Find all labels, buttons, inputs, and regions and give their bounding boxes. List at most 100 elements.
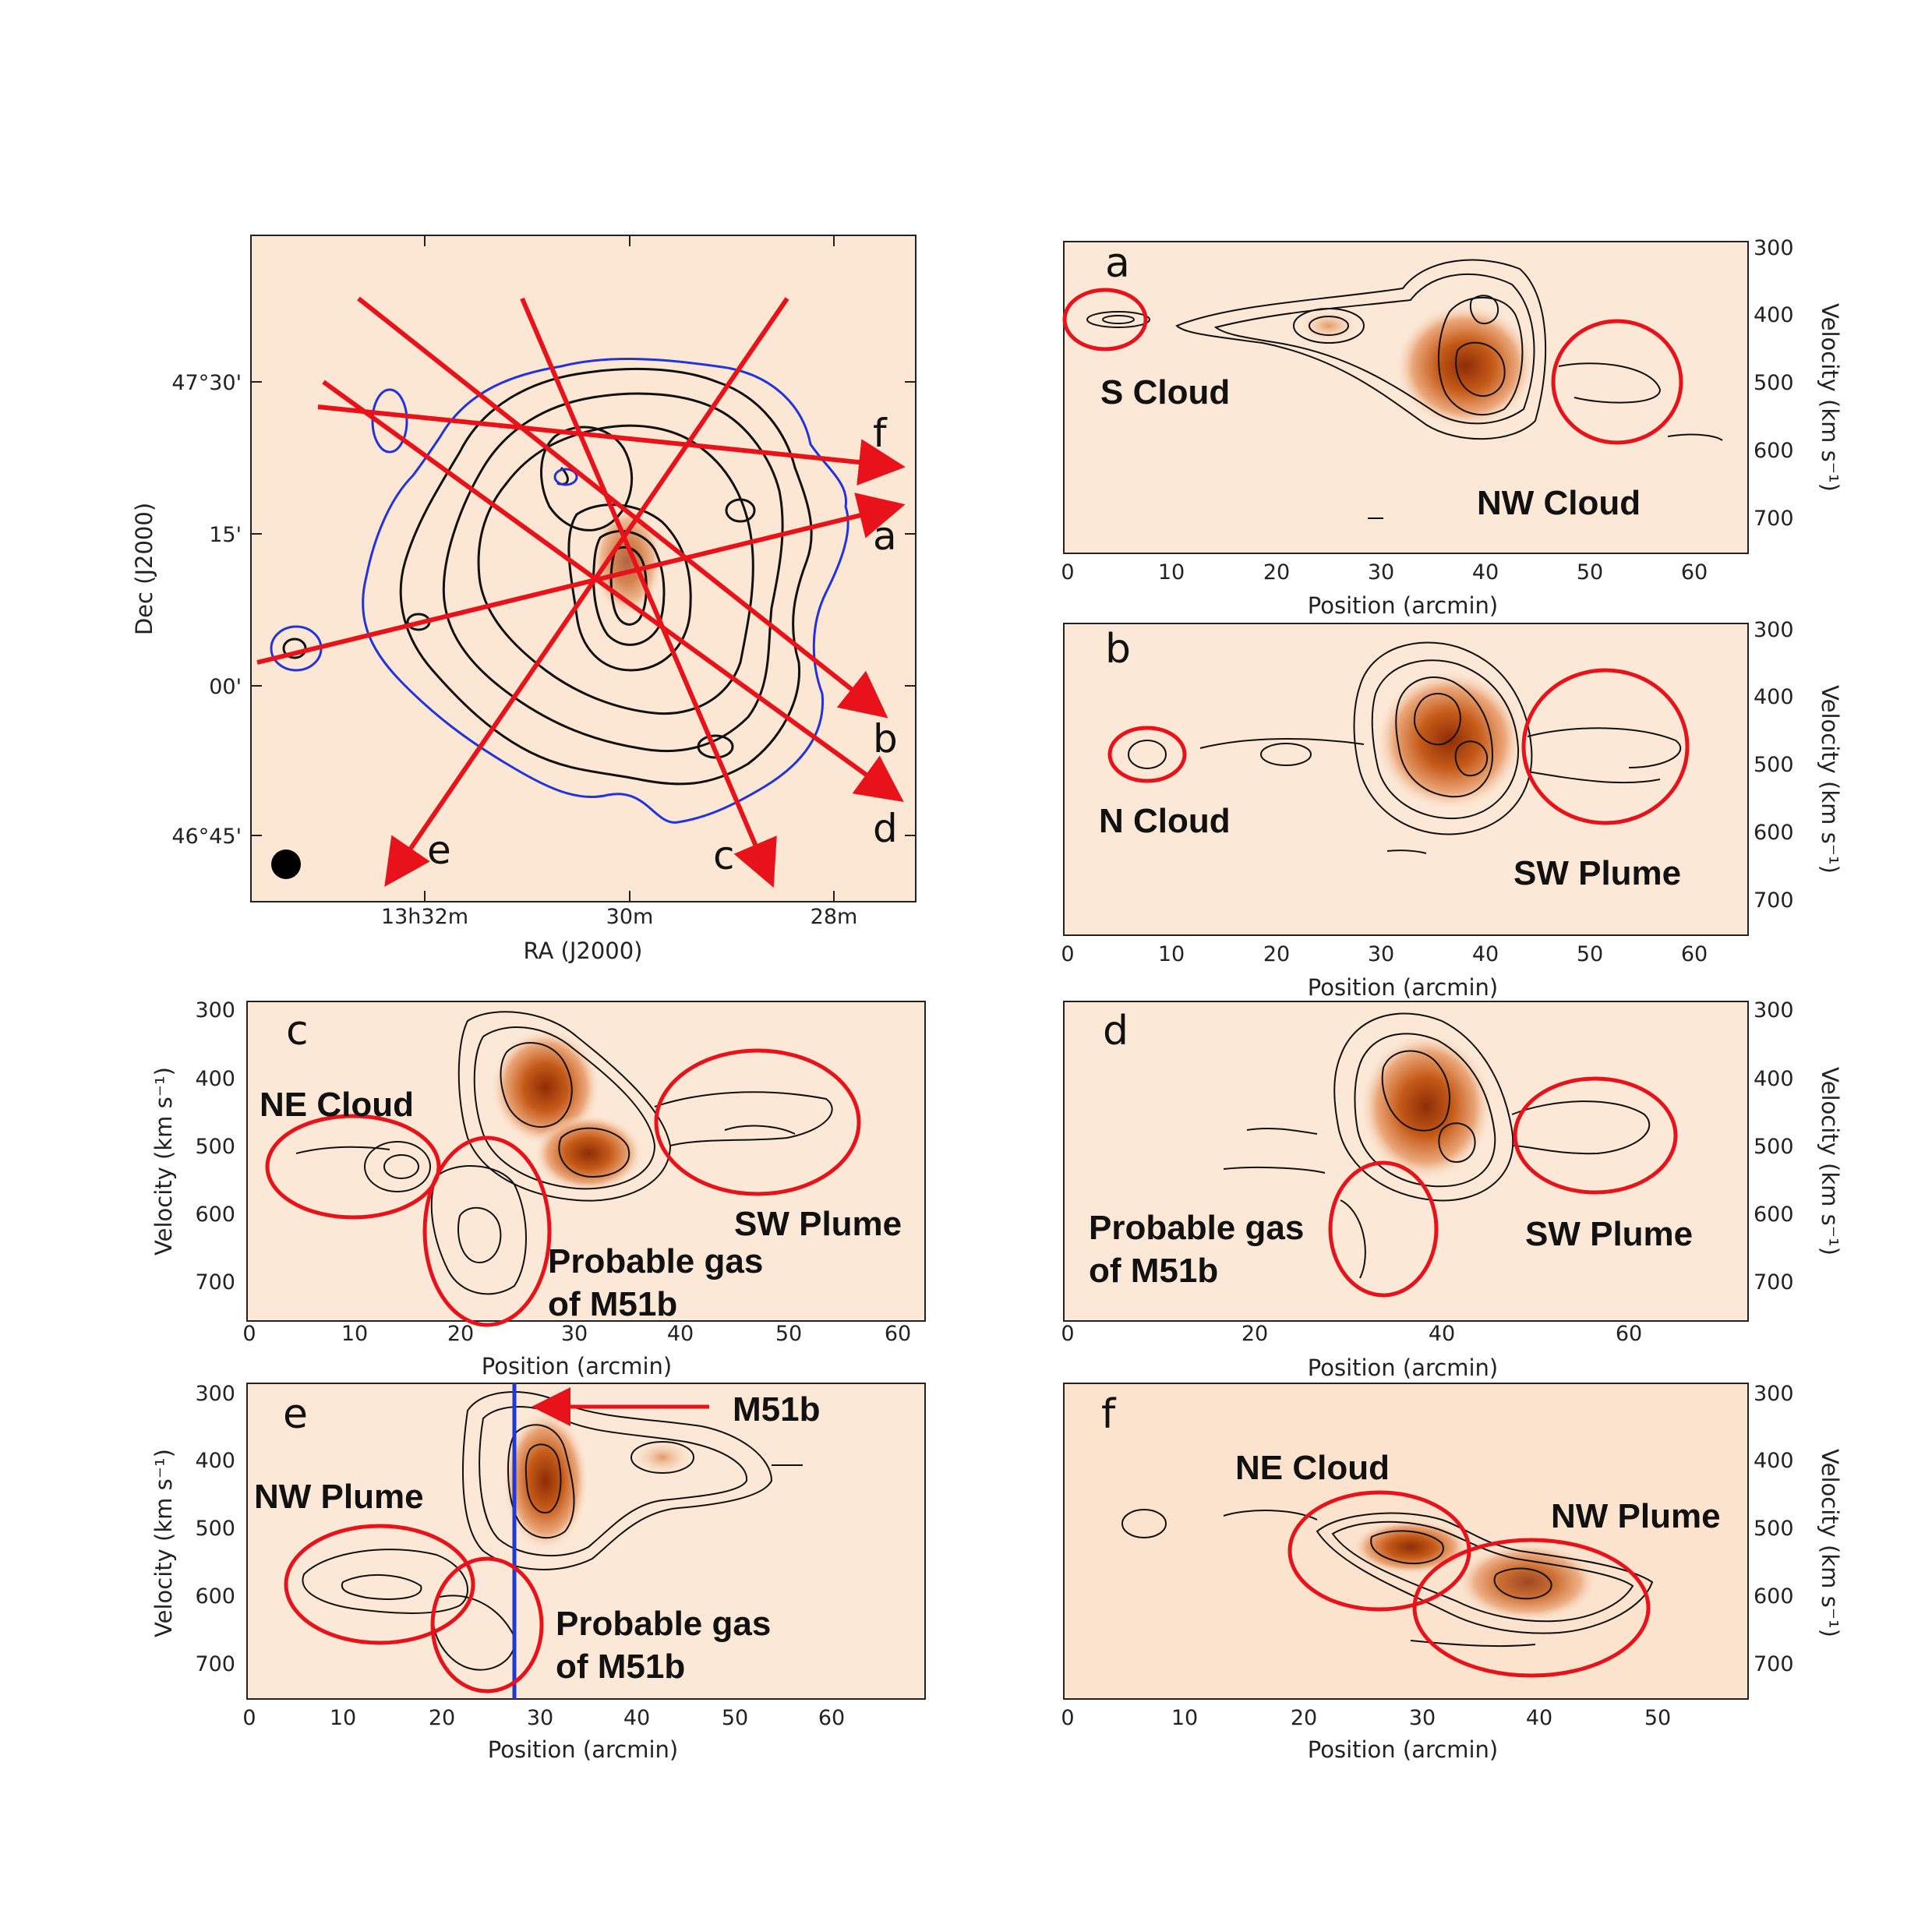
x-tick: 50 — [722, 1706, 748, 1730]
x-tick: 40 — [1429, 1322, 1455, 1346]
v-tick: 300 — [1754, 998, 1794, 1023]
v-tick: 400 — [195, 1067, 235, 1091]
x-tick: 40 — [1526, 1706, 1552, 1730]
annotation-n-cloud: N Cloud — [1099, 802, 1231, 840]
x-tick: 50 — [1577, 942, 1603, 966]
panel-letter-b: b — [1105, 626, 1131, 673]
x-tick: 30 — [1368, 942, 1394, 966]
x-tick: 30 — [561, 1322, 588, 1346]
x-tick: 40 — [667, 1322, 694, 1346]
y-axis-label: Velocity (km s⁻¹) — [150, 1449, 177, 1637]
v-tick: 700 — [1754, 888, 1794, 913]
v-tick: 600 — [195, 1203, 235, 1227]
x-tick: 0 — [242, 1706, 256, 1730]
x-tick: 40 — [1472, 560, 1499, 585]
x-tick: 40 — [1472, 942, 1499, 966]
x-axis-label: Position (arcmin) — [1308, 974, 1498, 1001]
annotation-ne-cloud: NE Cloud — [1235, 1449, 1390, 1487]
v-tick: 300 — [1754, 1382, 1794, 1406]
v-tick: 500 — [1754, 753, 1794, 777]
dec-tick: 46°45' — [171, 825, 242, 849]
x-tick: 20 — [1263, 560, 1290, 585]
x-tick: 40 — [623, 1706, 650, 1730]
x-tick: 30 — [527, 1706, 553, 1730]
x-tick: 20 — [447, 1322, 474, 1346]
v-tick: 600 — [195, 1584, 235, 1609]
ra-tick: 13h32m — [381, 905, 468, 929]
v-tick: 500 — [195, 1517, 235, 1541]
y-axis-label: Velocity (km s⁻¹) — [1817, 303, 1843, 492]
x-tick: 60 — [1616, 1322, 1642, 1346]
v-tick: 400 — [1754, 685, 1794, 709]
x-tick: 60 — [1681, 942, 1708, 966]
x-tick: 60 — [1681, 560, 1708, 585]
v-tick: 700 — [195, 1270, 235, 1294]
x-axis-label: Position (arcmin) — [1308, 592, 1498, 619]
cut-label-a: a — [873, 514, 897, 559]
annotation-of-m51b: of M51b — [548, 1285, 677, 1323]
y-axis-label: Velocity (km s⁻¹) — [1817, 1449, 1843, 1637]
dec-tick: 47°30' — [171, 371, 242, 395]
y-axis-label: Velocity (km s⁻¹) — [1817, 685, 1843, 874]
annotation-s-cloud: S Cloud — [1100, 373, 1230, 411]
v-tick: 400 — [195, 1449, 235, 1473]
lowest-contour — [362, 358, 849, 824]
v-tick: 600 — [1754, 821, 1794, 845]
ra-tick: 30m — [606, 905, 654, 929]
beam-marker — [271, 849, 301, 879]
map-ylabel: Dec (J2000) — [131, 503, 157, 635]
panel-letter-a: a — [1105, 240, 1130, 287]
annotation-sw-plume: SW Plume — [734, 1205, 902, 1243]
v-tick: 600 — [1754, 1203, 1794, 1227]
x-tick: 30 — [1409, 1706, 1436, 1730]
v-tick: 300 — [1754, 618, 1794, 642]
x-tick: 20 — [1263, 942, 1290, 966]
x-tick: 30 — [1368, 560, 1394, 585]
x-tick: 0 — [1061, 1706, 1074, 1730]
annotation-probable-gas: Probable gas — [1089, 1209, 1304, 1247]
panel-letter-e: e — [283, 1391, 308, 1438]
v-tick: 400 — [1754, 1449, 1794, 1473]
map-xlabel: RA (J2000) — [523, 938, 642, 964]
x-tick: 0 — [1061, 1322, 1074, 1346]
x-tick: 50 — [1644, 1706, 1671, 1730]
x-tick: 0 — [1061, 942, 1074, 966]
annotation-probable-gas: Probable gas — [548, 1242, 763, 1280]
v-tick: 400 — [1754, 303, 1794, 327]
pv-panel-b: b N Cloud SW Plume 0 10 20 30 40 50 60 3… — [1061, 618, 1843, 1001]
v-tick: 500 — [1754, 1135, 1794, 1159]
v-tick: 300 — [195, 1382, 235, 1406]
v-tick: 300 — [1754, 236, 1794, 260]
annotation-nw-plume: NW Plume — [1551, 1497, 1721, 1535]
annotation-nw-plume: NW Plume — [254, 1478, 424, 1516]
annotation-m51b: M51b — [733, 1390, 820, 1429]
ra-tick: 28m — [811, 905, 858, 929]
annotation-probable-gas: Probable gas — [556, 1605, 771, 1643]
annotation-nw-cloud: NW Cloud — [1477, 484, 1641, 522]
annotation-ne-cloud: NE Cloud — [260, 1086, 414, 1124]
x-tick: 10 — [1158, 560, 1185, 585]
v-tick: 700 — [1754, 507, 1794, 531]
x-tick: 10 — [330, 1706, 356, 1730]
v-tick: 600 — [1754, 439, 1794, 463]
x-tick: 50 — [1577, 560, 1603, 585]
cut-label-f: f — [873, 411, 888, 456]
pv-panel-a: a S Cloud NW Cloud 0 10 20 30 40 50 60 3… — [1061, 236, 1843, 619]
x-tick: 0 — [1061, 560, 1074, 585]
cut-label-e: e — [427, 828, 451, 873]
dec-tick: 00' — [209, 675, 242, 699]
y-axis-label: Velocity (km s⁻¹) — [150, 1067, 177, 1256]
x-tick: 50 — [775, 1322, 802, 1346]
panel-letter-f: f — [1101, 1391, 1117, 1438]
x-axis-label: Position (arcmin) — [488, 1736, 678, 1763]
v-tick: 500 — [1754, 1517, 1794, 1541]
x-tick: 20 — [1241, 1322, 1268, 1346]
v-tick: 700 — [195, 1652, 235, 1676]
annotation-sw-plume: SW Plume — [1525, 1215, 1693, 1253]
pv-panel-d: d Probable gas of M51b SW Plume 0 20 40 … — [1061, 998, 1843, 1381]
v-tick: 500 — [195, 1135, 235, 1159]
x-tick: 60 — [885, 1322, 911, 1346]
annotation-sw-plume: SW Plume — [1513, 854, 1681, 892]
x-tick: 20 — [1291, 1706, 1317, 1730]
v-tick: 700 — [1754, 1652, 1794, 1676]
